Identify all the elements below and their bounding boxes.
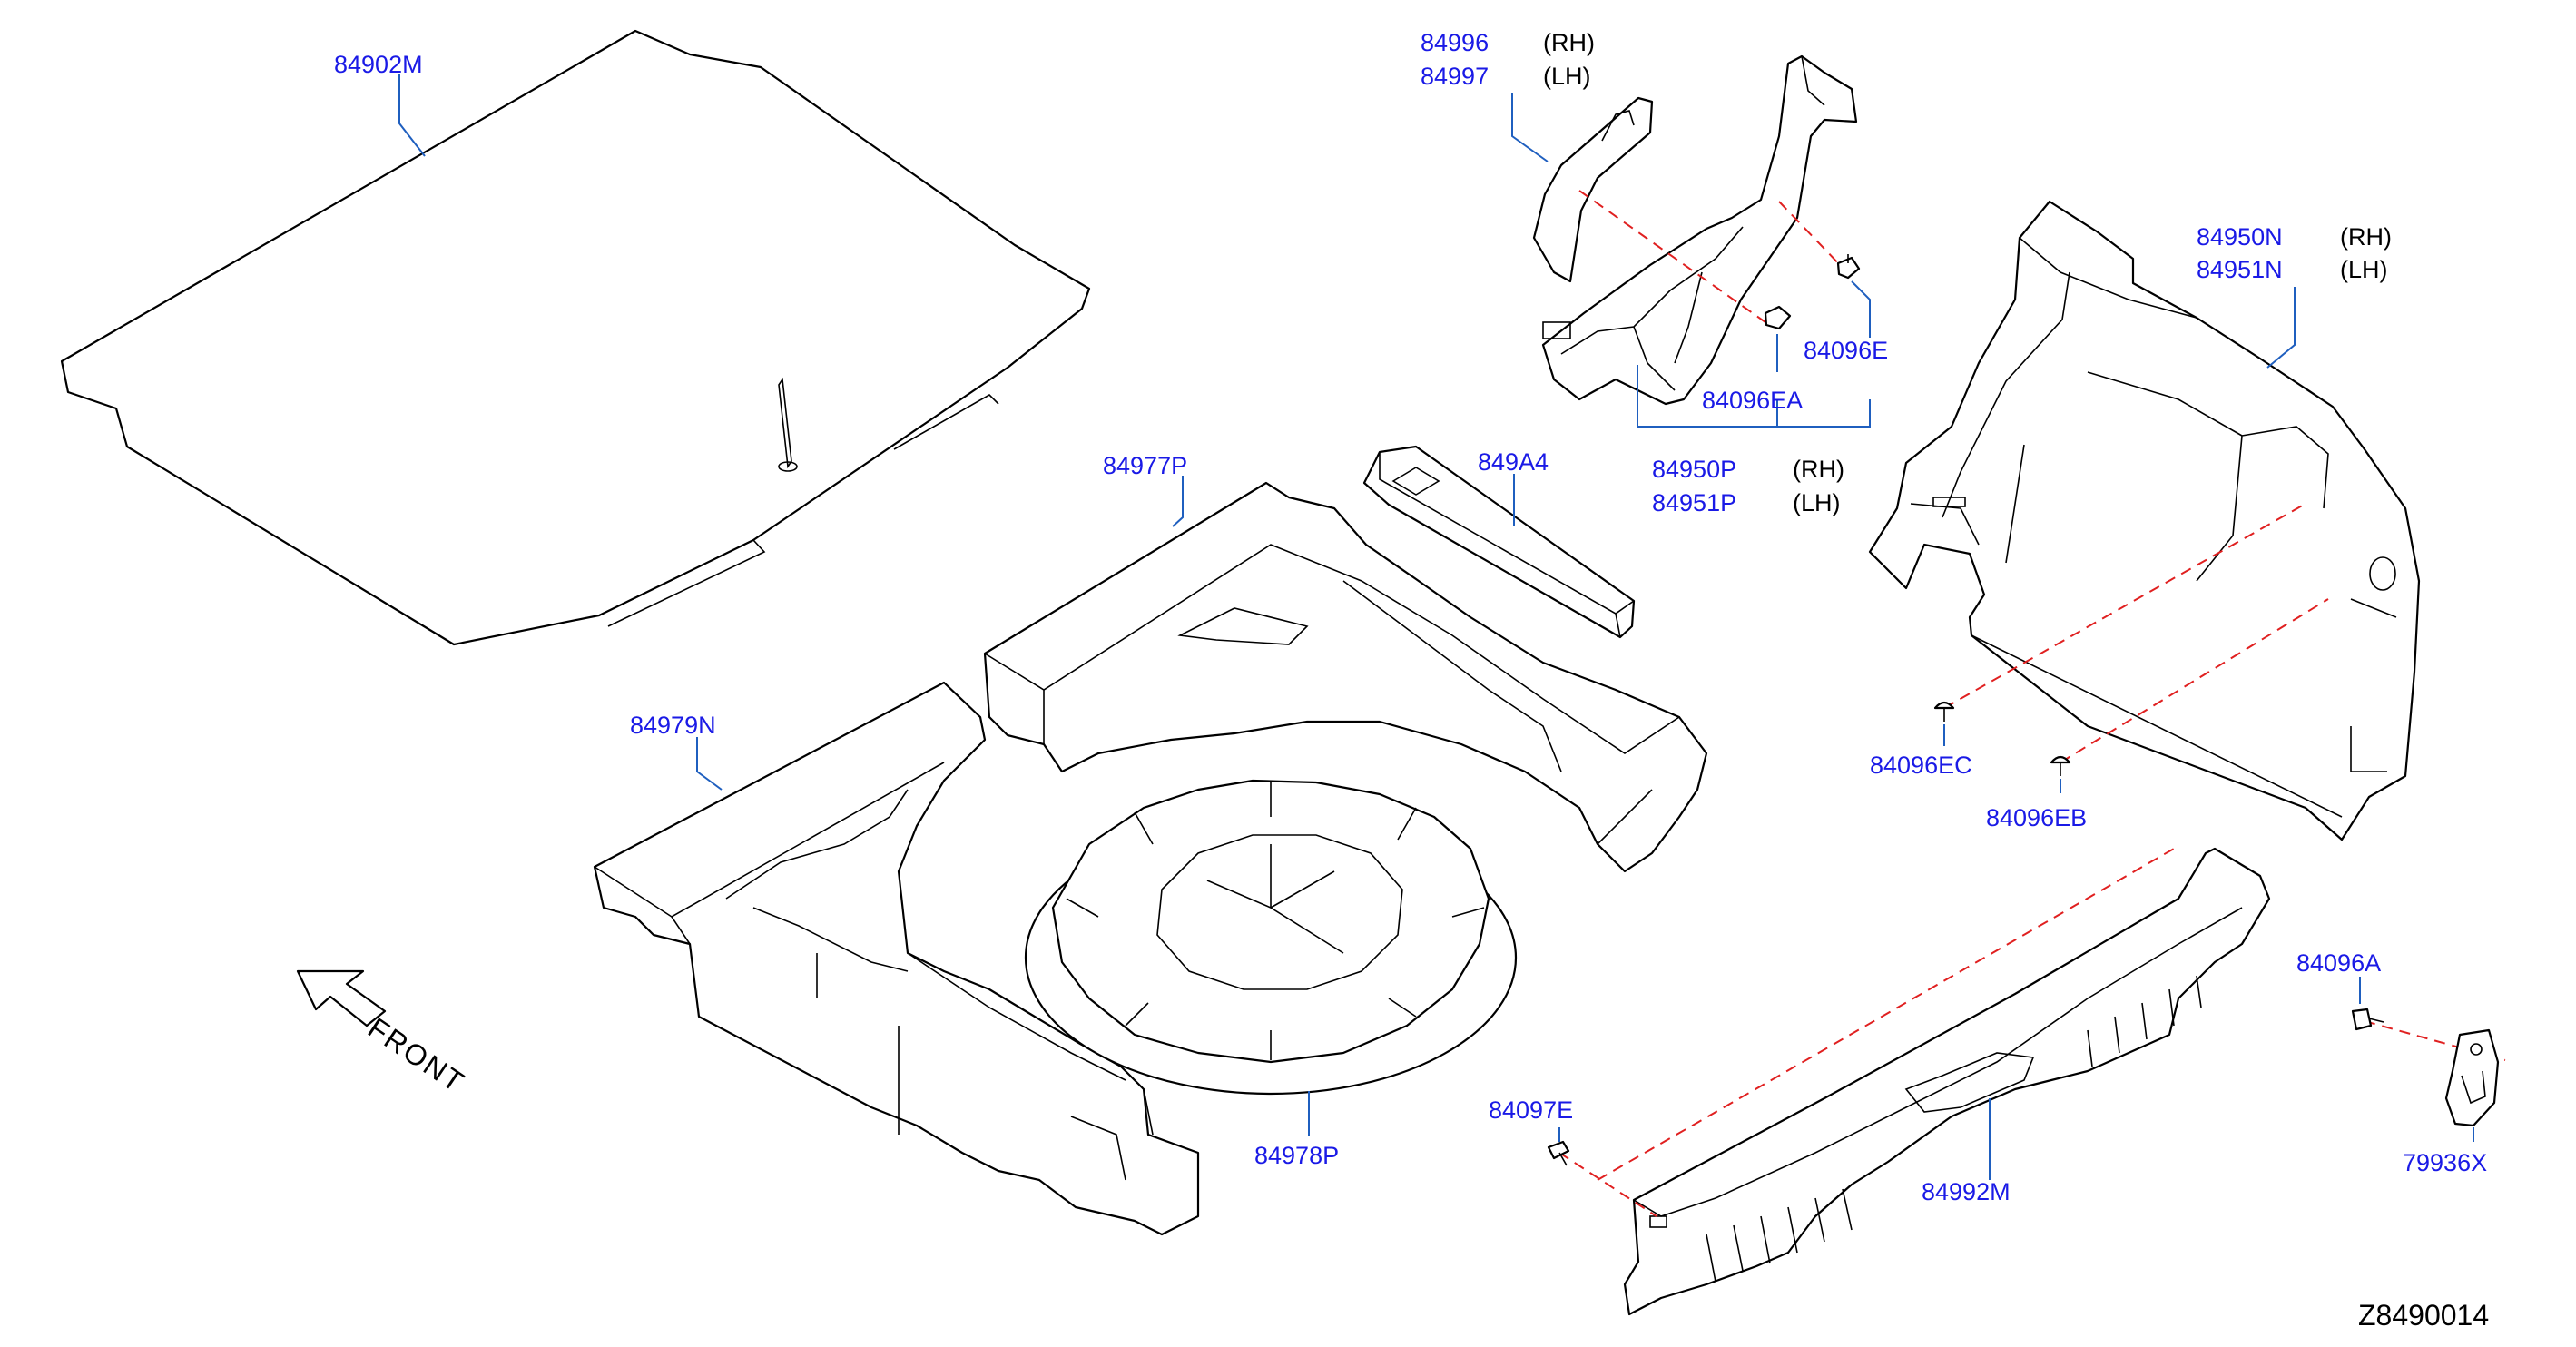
part-number-84977P: 84977P: [1103, 452, 1187, 479]
fastener-path-84096EC: [1943, 503, 2306, 709]
leader-84950N: [2266, 287, 2296, 369]
foam-bar-849A4: [1362, 445, 1636, 639]
clip-84096EC: [1933, 701, 1955, 722]
fastener-path-84096A: [2364, 1020, 2506, 1061]
side-label-84951P: (LH): [1793, 489, 1841, 516]
leader-84979N: [696, 737, 723, 791]
spare-tire-foam-84978P: [1024, 779, 1518, 1096]
part-number-84950N: 84950N: [2197, 223, 2283, 251]
foam-tray-84979N: [593, 681, 1200, 1236]
screw-84097E: [1547, 1140, 1570, 1166]
clip-84096E: [1836, 254, 1861, 280]
leader-84902M: [398, 74, 426, 157]
part-number-84951P: 84951P: [1652, 489, 1736, 516]
clip-84096EB: [2050, 755, 2071, 776]
side-finisher-84950N: [1868, 200, 2421, 841]
trim-bracket-84950P: [1541, 54, 1858, 406]
part-number-84096A: 84096A: [2296, 949, 2381, 977]
part-number-84997: 84997: [1421, 63, 1489, 90]
part-number-84978P: 84978P: [1254, 1142, 1339, 1169]
fastener-path-84097E: [1558, 1152, 1657, 1217]
front-direction-indicator: FRONT: [296, 969, 471, 1099]
side-label-84950P: (RH): [1793, 456, 1844, 483]
side-label-84996: (RH): [1543, 29, 1595, 56]
part-number-84096EC: 84096EC: [1870, 752, 1972, 779]
part-number-84096EA: 84096EA: [1702, 387, 1803, 414]
part-number-84902M: 84902M: [334, 51, 423, 78]
foam-block-84977P: [983, 481, 1708, 873]
leader-84950P: [1637, 365, 1871, 428]
front-label: FRONT: [362, 1011, 471, 1099]
leader-84996: [1511, 93, 1549, 162]
diagram-code: Z8490014: [2358, 1299, 2489, 1332]
part-number-84097E: 84097E: [1489, 1096, 1573, 1124]
side-label-84997: (LH): [1543, 63, 1591, 90]
fastener-path-84096EB: [2060, 598, 2329, 763]
part-number-849A4: 849A4: [1478, 448, 1549, 476]
part-number-84096EB: 84096EB: [1986, 804, 2087, 831]
part-number-84951N: 84951N: [2197, 256, 2283, 283]
side-label-84950N: (RH): [2340, 223, 2392, 251]
fastener-path-84096E: [1778, 201, 1844, 269]
rear-plate-finisher-84992M: [1623, 847, 2271, 1316]
part-number-84096E: 84096E: [1804, 337, 1888, 364]
part-number-84996: 84996: [1421, 29, 1489, 56]
leader-84096E: [1851, 280, 1871, 338]
side-label-84951N: (LH): [2340, 256, 2388, 283]
leader-84977P: [1172, 476, 1184, 527]
fastener-path-84996: [1578, 190, 1766, 323]
part-number-84950P: 84950P: [1652, 456, 1736, 483]
side-cover-84996: [1532, 96, 1654, 283]
front-arrow-icon: [296, 969, 387, 1027]
clip-84096EA: [1764, 305, 1792, 330]
part-number-84979N: 84979N: [630, 712, 716, 739]
fastener-path-upper: [1597, 848, 2175, 1181]
trunk-floor-board: [60, 29, 1091, 646]
bolt-84096A: [2351, 1008, 2384, 1031]
part-number-79936X: 79936X: [2403, 1149, 2487, 1176]
part-number-84992M: 84992M: [1922, 1178, 2011, 1205]
hook-79936X: [2444, 1028, 2500, 1127]
